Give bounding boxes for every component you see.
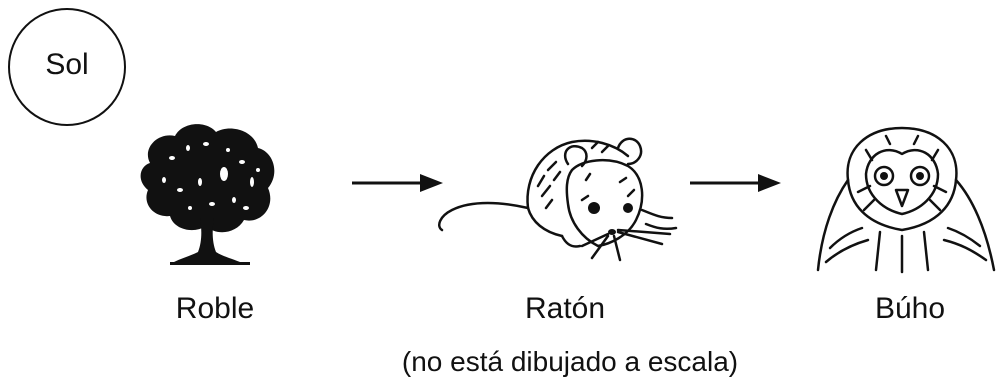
mouse-label: Ratón bbox=[524, 292, 606, 325]
owl-icon bbox=[810, 120, 1005, 280]
oak-tree-label: Roble bbox=[175, 292, 255, 325]
sun-circle: Sol bbox=[8, 8, 126, 126]
mouse-icon bbox=[432, 126, 682, 266]
scale-note: (no está dibujado a escala) bbox=[401, 346, 739, 377]
arrow-right-icon bbox=[350, 171, 445, 200]
sun-label: Sol bbox=[45, 48, 89, 81]
arrow-right-icon bbox=[688, 171, 783, 200]
owl-label: Búho bbox=[874, 292, 946, 325]
oak-tree-icon bbox=[130, 118, 290, 268]
